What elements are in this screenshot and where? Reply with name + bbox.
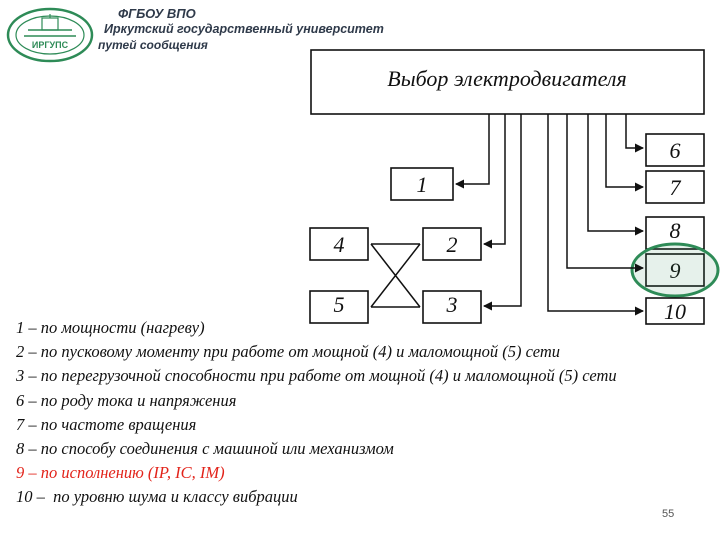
box-2 bbox=[422, 227, 482, 261]
legend-item-1: 1 – по мощности (нагреву) bbox=[16, 318, 205, 337]
arrow-to-3 bbox=[483, 114, 522, 311]
box-7 bbox=[645, 170, 705, 204]
legend-item-7: 7 – по частоте вращения bbox=[16, 414, 197, 434]
box-6-label: 6 bbox=[670, 138, 681, 163]
cross-5-to-2 bbox=[370, 243, 421, 308]
box-9-highlight bbox=[630, 242, 720, 298]
legend-item-8: 8 – по способу соединения с машиной или … bbox=[16, 439, 394, 459]
box-5-label: 5 bbox=[334, 292, 345, 317]
box-6 bbox=[645, 133, 705, 167]
university-logo: ИРГУПС bbox=[6, 7, 94, 63]
box-1-label: 1 bbox=[417, 172, 428, 197]
header-university-subtitle: путей сообщения bbox=[98, 38, 208, 52]
box-7-label: 7 bbox=[670, 175, 682, 200]
legend-item-10: 10 – по уровню шума и классу вибрации bbox=[16, 487, 298, 507]
box-8-label: 8 bbox=[670, 218, 681, 243]
box-3-label: 3 bbox=[446, 292, 458, 317]
box-10-label: 10 bbox=[664, 299, 686, 324]
arrow-to-2 bbox=[483, 114, 506, 249]
connector-lines bbox=[370, 114, 644, 316]
arrow-to-7 bbox=[605, 114, 644, 192]
main-box bbox=[310, 49, 705, 115]
box-4-label: 4 bbox=[334, 232, 345, 257]
box-9-label: 9 bbox=[670, 258, 681, 283]
box-1 bbox=[390, 167, 454, 201]
page-number: 55 bbox=[662, 508, 675, 520]
logo-text: ИРГУПС bbox=[32, 40, 69, 50]
arrow-to-9 bbox=[566, 114, 644, 273]
arrow-to-8 bbox=[587, 114, 644, 236]
main-box-label: Выбор электродвигателя bbox=[387, 66, 626, 91]
box-2-label: 2 bbox=[447, 232, 458, 257]
arrow-to-10 bbox=[547, 114, 644, 316]
arrow-to-1 bbox=[455, 114, 490, 189]
arrow-to-6 bbox=[625, 114, 644, 153]
legend-item-6: 6 – по роду тока и напряжения bbox=[16, 390, 237, 410]
legend-item-2: 2 – по пусковому моменту при работе от м… bbox=[16, 342, 561, 362]
box-9 bbox=[645, 253, 705, 287]
box-4 bbox=[309, 227, 369, 261]
header-org-type: ФГБОУ ВПО bbox=[118, 6, 196, 21]
legend-item-3: 3 – по перегрузочной способности при раб… bbox=[16, 366, 617, 386]
legend: 1 – по мощности (нагреву) 2 – по пусково… bbox=[16, 316, 706, 510]
box-5 bbox=[309, 290, 369, 324]
box-10 bbox=[645, 297, 705, 325]
box-3 bbox=[422, 290, 482, 324]
header-university-name: Иркутский государственный университет bbox=[104, 22, 384, 36]
legend-item-9: 9 – по исполнению (IP, IC, IM) bbox=[16, 463, 225, 483]
